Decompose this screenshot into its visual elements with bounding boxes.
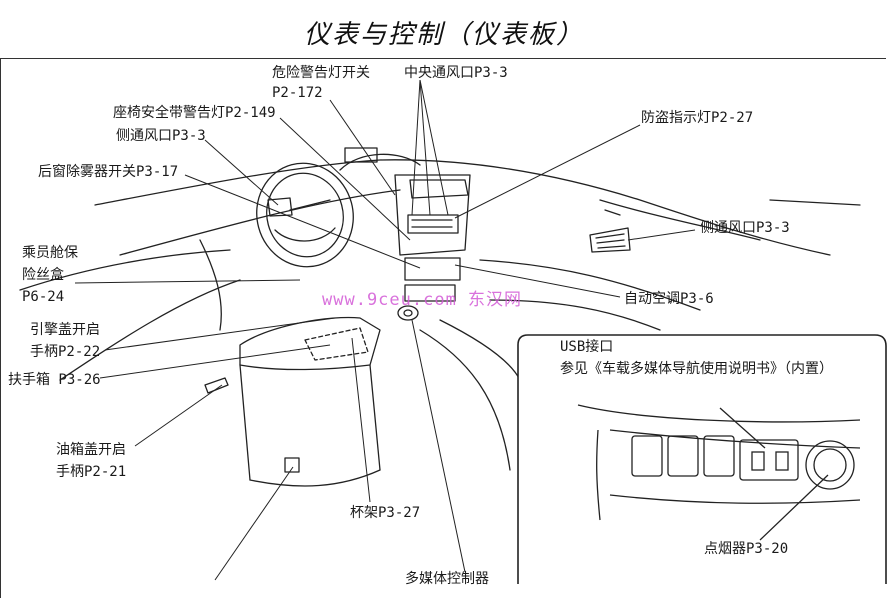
dashboard-illustration — [19, 79, 887, 584]
watermark: www.9ceu.com 东汉网 — [322, 290, 523, 310]
label-fusebox-1: 乘员舱保 — [22, 245, 78, 261]
label-center-vent: 中央通风口P3-3 — [404, 65, 508, 81]
label-auto-ac: 自动空调P3-6 — [624, 291, 714, 307]
diagram-frame — [0, 58, 886, 598]
label-hazard-switch: 危险警告灯开关 — [272, 65, 370, 81]
label-cupholder: 杯架P3-27 — [350, 505, 421, 521]
usb-inset-panel — [517, 334, 887, 584]
label-rear-defogger: 后窗除雾器开关P3-17 — [38, 164, 179, 180]
inset-usb-label: USB接口 — [560, 339, 614, 355]
label-armrest-box: 扶手箱 P3-26 — [8, 372, 101, 388]
label-antitheft-indicator: 防盗指示灯P2-27 — [641, 110, 754, 126]
label-fusebox-3: P6-24 — [22, 289, 65, 305]
label-side-vent-left: 侧通风口P3-3 — [116, 128, 206, 144]
page-title: 仪表与控制（仪表板） — [303, 20, 584, 50]
label-hood-release-1: 引擎盖开启 — [30, 322, 100, 338]
inset-lighter-label: 点烟器P3-20 — [704, 541, 789, 557]
inset-usb-reference: 参见《车载多媒体导航使用说明书》（内置） — [560, 361, 833, 377]
label-seatbelt-warning: 座椅安全带警告灯P2-149 — [113, 105, 276, 121]
label-fusebox-2: 险丝盒 — [22, 267, 64, 283]
label-hood-release-2: 手柄P2-22 — [30, 344, 101, 360]
label-fuel-release-1: 油箱盖开启 — [56, 442, 126, 458]
label-hazard-page: P2-172 — [272, 85, 323, 101]
label-side-vent-right: 侧通风口P3-3 — [700, 220, 790, 236]
label-fuel-release-2: 手柄P2-21 — [56, 464, 127, 480]
label-multimedia-controller: 多媒体控制器 — [405, 571, 489, 587]
